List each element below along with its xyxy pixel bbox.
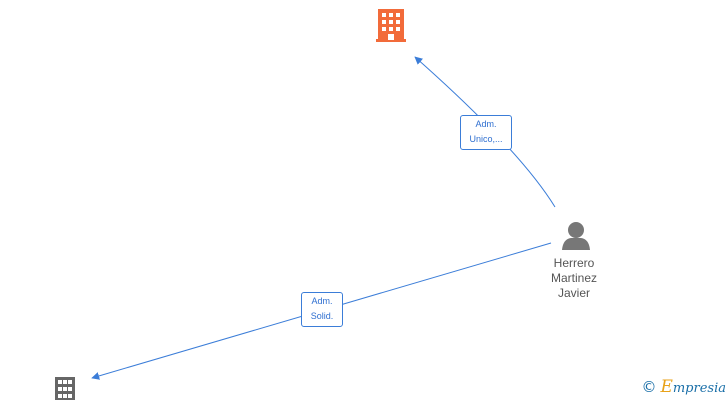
brand-name: mpresia (672, 381, 726, 396)
edge-label-adm-solid[interactable]: Adm. Solid. (301, 292, 343, 327)
person-name[interactable]: Herrero Martinez Javier (550, 256, 597, 300)
building-icon[interactable] (55, 377, 75, 400)
person-icon[interactable] (562, 222, 590, 250)
copyright-icon: © (641, 378, 657, 396)
brand-initial: E (660, 377, 673, 397)
empresia-watermark: ©Empresia (641, 377, 726, 397)
edge-label-adm-unico[interactable]: Adm. Unico,... (460, 115, 512, 150)
building-icon[interactable] (376, 9, 406, 42)
